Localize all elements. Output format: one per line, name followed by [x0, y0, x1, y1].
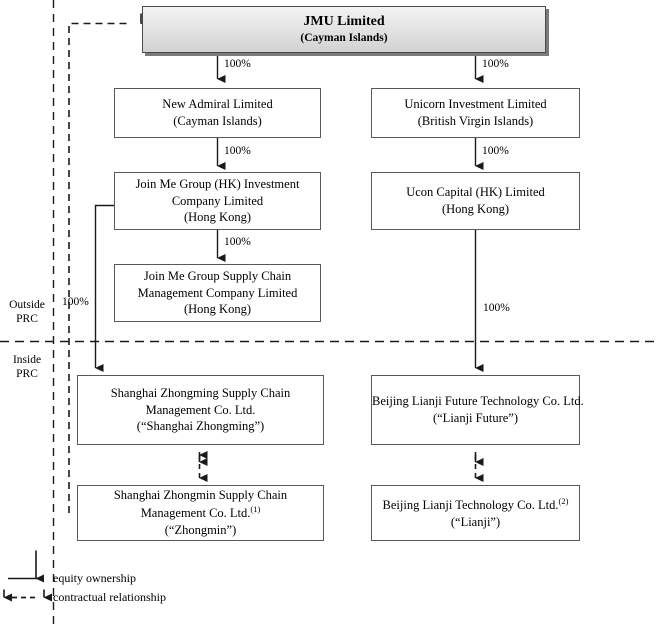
entity-beijing-lianji-line1-wrap: Beijing Lianji Technology Co. Ltd.(2) — [378, 496, 573, 514]
entity-new-admiral-limited-line1: New Admiral Limited — [162, 97, 273, 112]
entity-beijing-lianji-future[interactable]: Beijing Lianji Future Technology Co. Ltd… — [371, 375, 584, 445]
zone-label-inside-prc: Inside PRC — [4, 353, 50, 382]
entity-new-admiral-limited-line2: (Cayman Islands) — [173, 114, 262, 128]
entity-beijing-lianji-future-line1: Beijing Lianji Future Technology Co. Ltd… — [372, 394, 584, 409]
entity-beijing-lianji-footnote-marker: (2) — [558, 495, 569, 506]
entity-shanghai-zhongming-line3: (“Shanghai Zhongming”) — [136, 419, 265, 434]
label-pct-new-admiral-to-joinme-hk: 100% — [224, 145, 251, 157]
zone-label-inside-prc-line2: PRC — [16, 368, 38, 381]
entity-ucon-capital-hk-limited[interactable]: Ucon Capital (HK) Limited (Hong Kong) — [371, 172, 580, 230]
entity-beijing-lianji-line1: Beijing Lianji Technology Co. Ltd. — [382, 497, 559, 512]
entity-shanghai-zhongmin[interactable]: Shanghai Zhongmin Supply Chain Managemen… — [77, 485, 324, 541]
entity-join-me-group-supply-chain-line3: (Hong Kong) — [183, 302, 251, 317]
entity-join-me-group-hk-investment[interactable]: Join Me Group (HK) Investment Company Li… — [114, 172, 321, 230]
entity-shanghai-zhongmin-line1: Shanghai Zhongmin Supply Chain — [113, 488, 288, 503]
entity-unicorn-investment-limited-line2: (British Virgin Islands) — [417, 114, 534, 128]
entity-jmu-limited-jurisdiction: (Cayman Islands) — [300, 32, 388, 45]
legend-label-contractual-relationship: contractual relationship — [53, 590, 166, 604]
label-pct-unicorn-to-ucon: 100% — [482, 145, 509, 157]
entity-join-me-group-supply-chain-line1: Join Me Group Supply Chain — [143, 269, 292, 284]
zone-label-outside-prc-line1: Outside — [9, 299, 45, 311]
entity-join-me-group-supply-chain-line2: Management Company Limited — [137, 285, 298, 300]
entity-shanghai-zhongmin-line3: (“Zhongmin”) — [164, 522, 237, 537]
label-pct-joinme-hk-to-shanghai-zhongming: 100% — [62, 296, 89, 308]
entity-jmu-limited-name: JMU Limited — [303, 13, 385, 29]
entity-new-admiral-limited[interactable]: New Admiral Limited (Cayman Islands) — [114, 88, 321, 138]
entity-jmu-limited[interactable]: JMU Limited (Cayman Islands) — [142, 6, 546, 53]
label-pct-ucon-to-lianji-future: 100% — [483, 302, 510, 314]
zone-label-outside-prc-line2: PRC — [16, 313, 38, 326]
entity-shanghai-zhongming-line1: Shanghai Zhongming Supply Chain — [110, 386, 291, 401]
entity-beijing-lianji-line2: (“Lianji”) — [450, 514, 501, 529]
entity-shanghai-zhongming-line2: Management Co. Ltd. — [145, 402, 256, 417]
entity-shanghai-zhongmin-footnote-marker: (1) — [250, 504, 261, 515]
entity-beijing-lianji-future-line2: (“Lianji Future”) — [432, 411, 519, 425]
entity-join-me-group-hk-investment-line3: (Hong Kong) — [183, 210, 251, 225]
entity-join-me-group-hk-investment-line1: Join Me Group (HK) Investment — [135, 177, 300, 192]
entity-unicorn-investment-limited-line1: Unicorn Investment Limited — [404, 97, 547, 112]
entity-shanghai-zhongming[interactable]: Shanghai Zhongming Supply Chain Manageme… — [77, 375, 324, 445]
edge-joinme-hk-to-shanghai-zhongming — [94, 204, 114, 372]
zone-label-outside-prc: Outside PRC — [4, 298, 50, 327]
entity-ucon-capital-hk-limited-line1: Ucon Capital (HK) Limited — [406, 185, 545, 200]
label-pct-joinme-hk-to-joinme-supply: 100% — [224, 236, 251, 248]
entity-unicorn-investment-limited[interactable]: Unicorn Investment Limited (British Virg… — [371, 88, 580, 138]
entity-ucon-capital-hk-limited-line2: (Hong Kong) — [441, 202, 509, 216]
entity-beijing-lianji[interactable]: Beijing Lianji Technology Co. Ltd.(2) (“… — [371, 485, 580, 541]
entity-shanghai-zhongmin-line2-wrap: Management Co. Ltd.(1) — [84, 504, 317, 522]
label-pct-jmu-to-new-admiral: 100% — [224, 58, 251, 70]
entity-shanghai-zhongmin-line2: Management Co. Ltd. — [140, 506, 251, 521]
legend-label-equity-ownership: equity ownership — [53, 571, 136, 585]
zone-label-inside-prc-line1: Inside — [12, 354, 42, 366]
label-pct-jmu-to-unicorn: 100% — [482, 58, 509, 70]
entity-join-me-group-supply-chain[interactable]: Join Me Group Supply Chain Management Co… — [114, 264, 321, 322]
entity-join-me-group-hk-investment-line2: Company Limited — [171, 193, 264, 208]
